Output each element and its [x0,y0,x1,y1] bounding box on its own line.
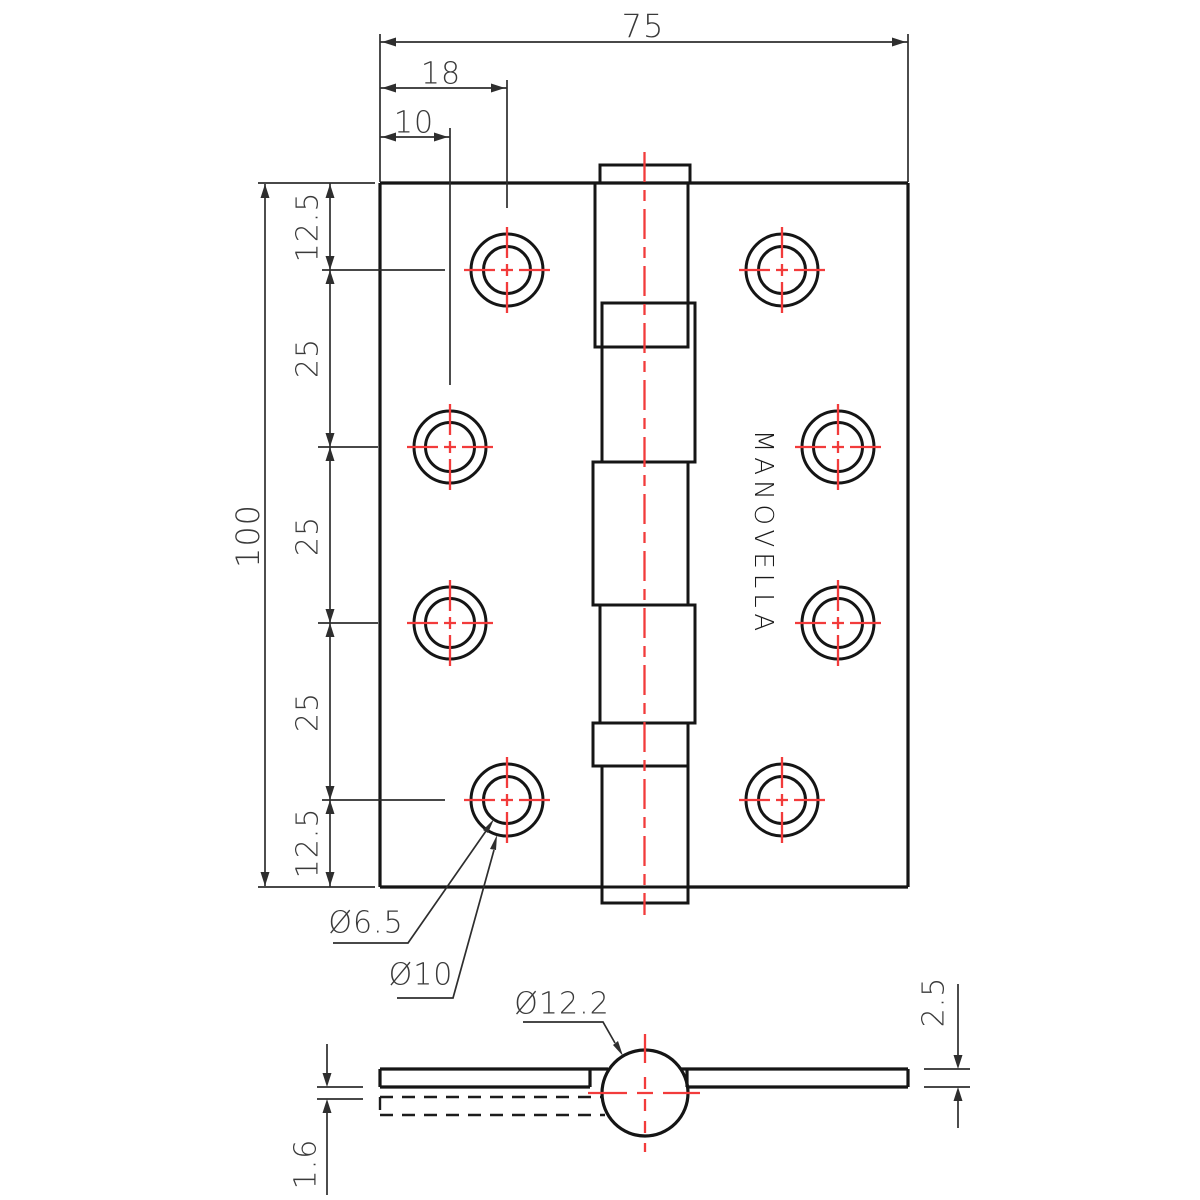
arrowheads [322,1073,332,1113]
leader-hole-inner [333,830,487,944]
hole-crosshair [739,757,825,843]
pin-diameter-leader: Ø12.2 [514,987,623,1056]
front-view: MANOVELLA 75 18 10 100 12.5 25 25 25 12.… [229,7,910,999]
leaf-hidden-position [378,1095,605,1117]
hole-crosshair [795,580,881,666]
left-leaf-profile [378,1067,608,1089]
leader-arrowhead [490,835,497,850]
hinge-barrel [591,152,697,915]
hole-crosshair [795,404,881,490]
dim-height-total: 100 [229,504,267,568]
leader-arrowhead [483,819,494,833]
right-leaf-profile [681,1067,910,1089]
hole-crosshair [464,757,550,843]
dimensions-top: 75 18 10 [379,7,909,385]
label-hole-outer-dia: Ø10 [389,958,454,993]
dimensions-left: 100 12.5 25 25 25 12.5 [229,182,445,888]
screw-hole [739,227,825,313]
dim-chain-12_5-top: 12.5 [291,192,326,263]
barrel-knuckle-4 [598,603,697,725]
dim-gap-text: 1.6 [289,1139,324,1190]
pin-crosshair [588,1034,700,1152]
dim-chain-25-a: 25 [291,338,326,378]
barrel-knuckle-2 [600,301,697,464]
dim-chain-25-b: 25 [291,516,326,556]
screw-hole [739,757,825,843]
dim-gap: 1.6 [289,1044,363,1195]
dim-hole-offset-inner: 10 [394,106,434,141]
extension-lines [379,34,909,385]
screw-hole [407,404,493,490]
brand-text: MANOVELLA [748,430,778,636]
hole-diameter-leaders: Ø6.5 Ø10 [328,819,497,999]
dim-leaf-thickness-text: 2.5 [917,977,952,1028]
dim-chain-12_5-bottom: 12.5 [291,808,326,879]
screw-hole [464,227,550,313]
section-view: Ø12.2 2.5 1.6 [289,977,970,1195]
screw-hole [795,580,881,666]
screw-holes [407,227,881,843]
screw-hole [407,580,493,666]
dim-chain-25-c: 25 [291,692,326,732]
leader-arrowhead [613,1041,623,1056]
hole-crosshair [464,227,550,313]
label-hole-inner-dia: Ø6.5 [328,906,403,941]
leader-hole-outer [397,849,495,999]
dim-width-total: 75 [622,7,665,45]
dim-leaf-thickness: 2.5 [917,977,970,1128]
dim-hole-offset-outer: 18 [421,57,461,92]
extension-lines [317,1044,363,1195]
screw-hole [795,404,881,490]
hole-crosshair [407,580,493,666]
extension-lines [258,182,445,888]
screw-hole [464,757,550,843]
hole-crosshair [739,227,825,313]
barrel-knuckle-1 [593,181,690,349]
label-pin-dia: Ø12.2 [514,987,609,1022]
arrowheads [953,1055,963,1101]
barrel-knuckle-3 [591,460,690,607]
hole-crosshair [407,404,493,490]
leader-pin [523,1021,616,1044]
barrel-knuckle-5 [591,721,690,768]
extension-lines [924,984,970,1128]
leaf-profiles [378,1034,910,1152]
